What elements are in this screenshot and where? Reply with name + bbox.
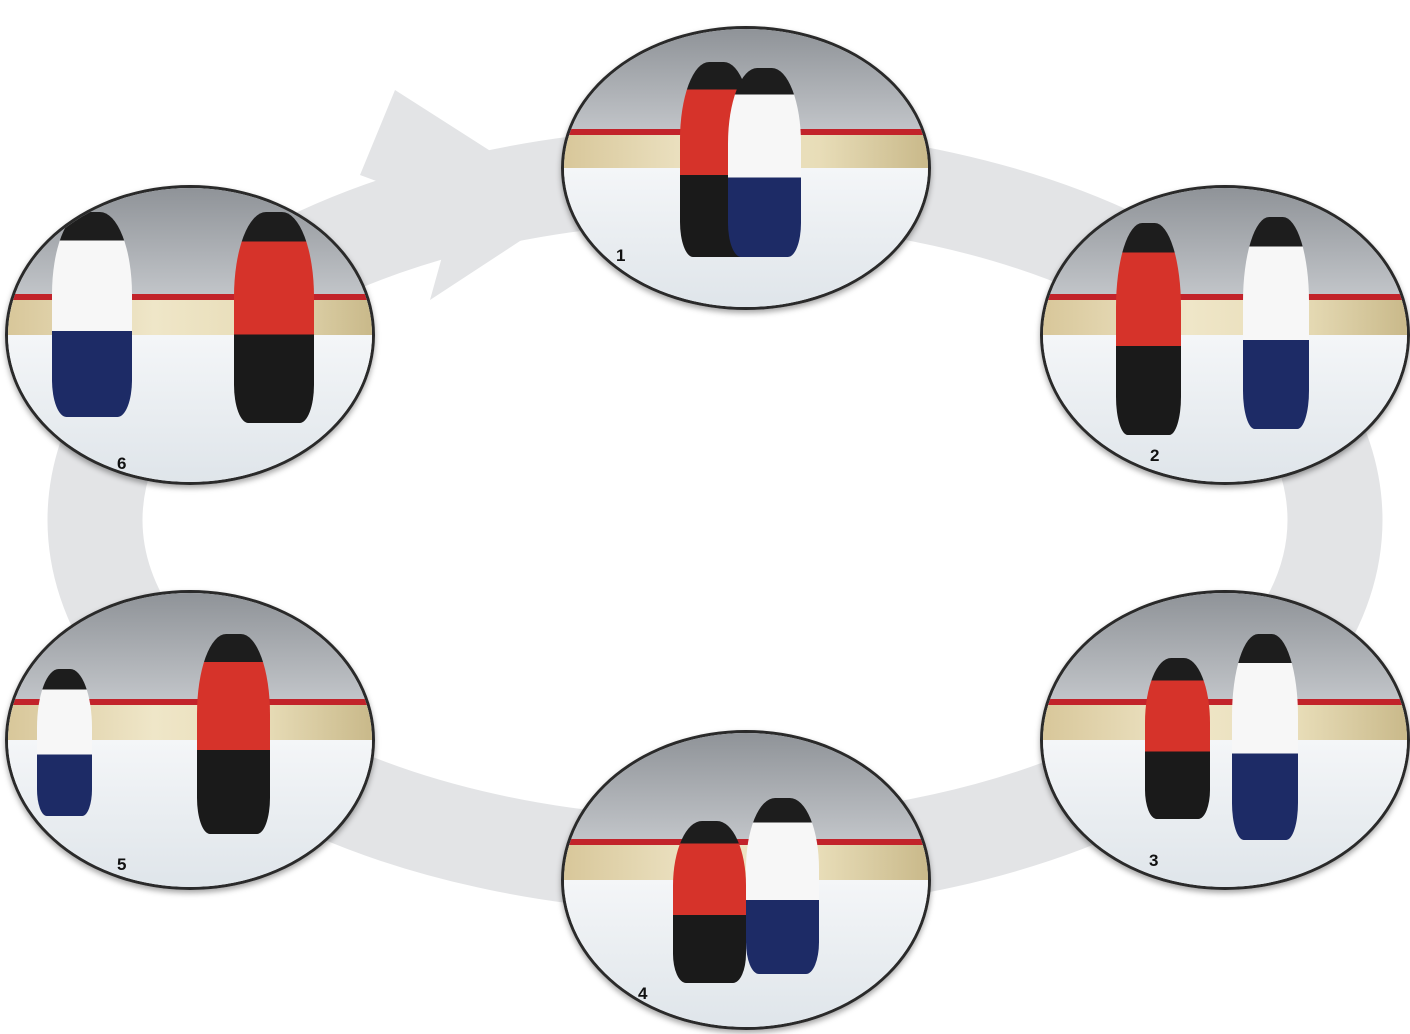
photo-step-6 <box>5 185 375 485</box>
photo-step-2 <box>1040 185 1410 485</box>
step-number-1: 1 <box>616 246 625 266</box>
photo-step-3 <box>1040 590 1410 890</box>
photo-step-4 <box>561 730 931 1030</box>
step-number-3: 3 <box>1149 851 1158 871</box>
photo-step-1 <box>561 26 931 310</box>
step-number-5: 5 <box>117 855 126 875</box>
photo-step-5 <box>5 590 375 890</box>
step-number-2: 2 <box>1150 446 1159 466</box>
step-number-4: 4 <box>638 984 647 1004</box>
step-number-6: 6 <box>117 454 126 474</box>
